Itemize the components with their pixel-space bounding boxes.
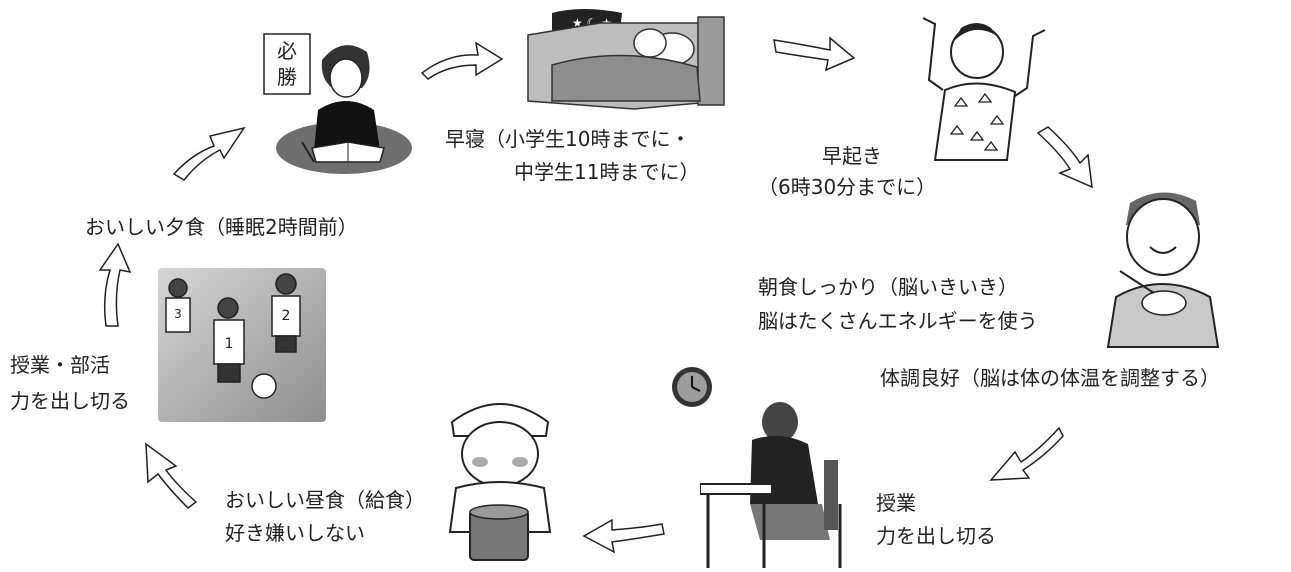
arrow-dinner-to-study-icon bbox=[170, 120, 248, 182]
sleeping-child-illustration: ★ ☾ ★ bbox=[522, 5, 727, 115]
breakfast-label-line1: 朝食しっかり（脳いきいき） bbox=[758, 275, 1018, 299]
studying-student-illustration: 必 勝 bbox=[262, 30, 412, 175]
arrow-condition-to-class-icon bbox=[985, 422, 1065, 488]
waking-boy-illustration bbox=[895, 10, 1060, 165]
club-label-line1: 授業・部活 bbox=[10, 353, 110, 377]
jersey-number-3: 3 bbox=[174, 307, 182, 321]
card-char-2: 勝 bbox=[277, 65, 297, 89]
arrow-bed-to-wake-icon bbox=[770, 30, 858, 78]
lunch-duty-student-illustration bbox=[430, 392, 570, 567]
lunch-label-line1: おいしい昼食（給食） bbox=[225, 488, 425, 512]
student-at-desk-illustration bbox=[700, 400, 865, 570]
bedtime-label-line2: 中学生11時までに） bbox=[514, 160, 700, 184]
dinner-label: おいしい夕食（睡眠2時間前） bbox=[85, 215, 358, 239]
class-label-line2: 力を出し切る bbox=[876, 524, 996, 548]
lunch-label-line2: 好き嫌いしない bbox=[225, 521, 365, 545]
soccer-club-photo: 3 1 2 bbox=[158, 268, 326, 422]
bedtime-label-line1: 早寝（小学生10時までに・ bbox=[445, 127, 691, 151]
clock-icon bbox=[670, 365, 714, 409]
wakeup-label-line2: （6時30分までに） bbox=[758, 175, 937, 199]
arrow-wake-to-breakfast-icon bbox=[1032, 125, 1102, 195]
arrow-study-to-bed-icon bbox=[418, 35, 506, 83]
club-label-line2: 力を出し切る bbox=[10, 389, 130, 413]
arrow-club-to-dinner-icon bbox=[92, 240, 132, 330]
card-char-1: 必 bbox=[277, 39, 297, 63]
eating-boy-illustration bbox=[1100, 185, 1225, 350]
jersey-number-2: 2 bbox=[282, 308, 291, 324]
arrow-class-to-lunch-icon bbox=[580, 512, 668, 556]
condition-label: 体調良好（脳は体の体温を調整する） bbox=[880, 366, 1220, 390]
breakfast-label-line2: 脳はたくさんエネルギーを使う bbox=[758, 309, 1038, 333]
arrow-lunch-to-club-icon bbox=[140, 440, 202, 510]
wakeup-label-line1: 早起き bbox=[822, 144, 882, 168]
jersey-number-1: 1 bbox=[225, 336, 234, 352]
class-label-line1: 授業 bbox=[876, 491, 916, 515]
